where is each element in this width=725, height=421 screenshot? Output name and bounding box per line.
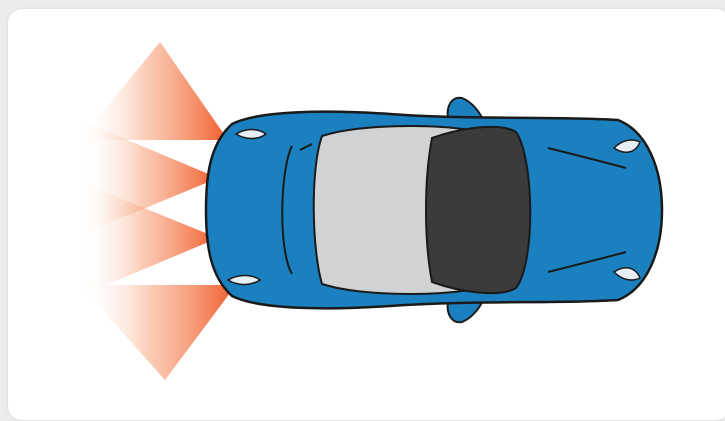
headlight-beams — [80, 42, 236, 380]
rear-right-light-icon — [612, 267, 641, 281]
beam-lower-mid-icon — [80, 182, 218, 296]
rear-left-light-icon — [612, 139, 641, 153]
beam-bottom-icon — [80, 285, 236, 380]
beam-top-icon — [80, 42, 228, 140]
hood-line-top-icon — [547, 147, 627, 169]
illustration-card — [8, 9, 725, 420]
front-right-headlight-icon — [226, 274, 262, 286]
hood-line-bottom-icon — [547, 251, 627, 273]
front-left-headlight-icon — [234, 128, 268, 140]
door-line-bottom-icon — [299, 143, 313, 151]
door-line-top-icon — [281, 145, 293, 275]
roof-icon — [425, 125, 532, 295]
car-illustration — [80, 42, 664, 380]
